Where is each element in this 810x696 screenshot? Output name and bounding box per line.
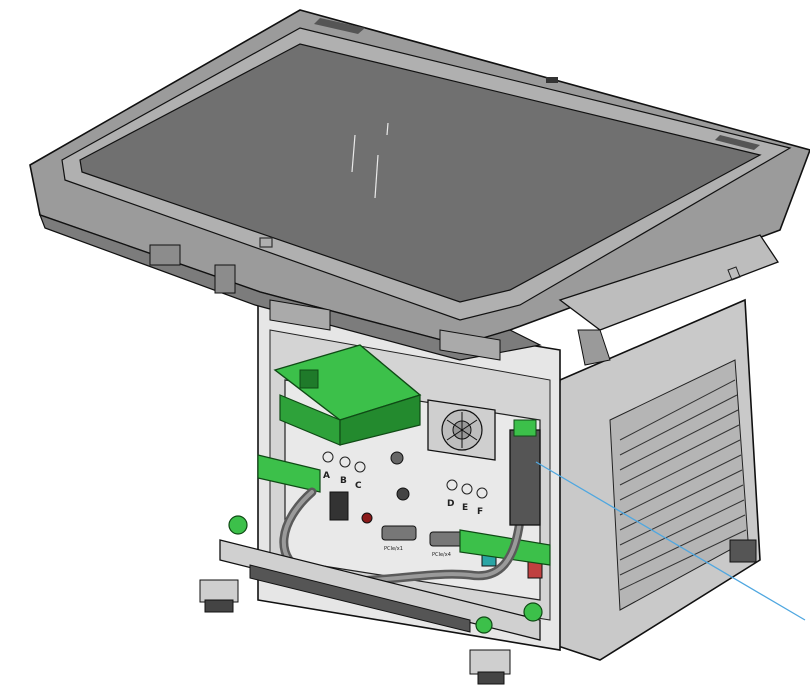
audio-jack[interactable] bbox=[361, 512, 373, 524]
port-label-b: B bbox=[340, 476, 347, 486]
thumbscrew-left[interactable] bbox=[228, 515, 248, 535]
power-connector[interactable] bbox=[509, 429, 541, 526]
card-swipe-icon bbox=[727, 266, 741, 281]
serial-port-b-label: PCIe/x4 bbox=[432, 552, 451, 558]
port-label-d: D bbox=[447, 499, 454, 509]
thumbscrew-right[interactable] bbox=[523, 602, 543, 622]
front-rail bbox=[219, 515, 543, 641]
card-reader[interactable] bbox=[558, 234, 779, 366]
port-label-group: A B C D E F bbox=[322, 451, 488, 517]
port-label-e: E bbox=[462, 503, 468, 513]
drive-bracket[interactable] bbox=[273, 344, 422, 446]
touch-display bbox=[29, 9, 810, 361]
stand-feet bbox=[199, 579, 511, 685]
network-port-icon bbox=[390, 451, 404, 465]
terminal-base bbox=[539, 298, 761, 661]
power-button[interactable] bbox=[396, 487, 410, 501]
home-button[interactable] bbox=[259, 237, 273, 248]
serial-port-a[interactable] bbox=[381, 525, 417, 541]
port-label-f: F bbox=[477, 507, 483, 517]
serial-port-a-label: PCIe/x1 bbox=[384, 546, 403, 552]
serial-port-b[interactable] bbox=[429, 531, 465, 547]
port-label-a: A bbox=[323, 471, 330, 481]
cooling-fan bbox=[427, 399, 496, 461]
camera-sensor bbox=[546, 77, 558, 83]
display-screen[interactable] bbox=[79, 43, 762, 303]
port-label-c: C bbox=[355, 481, 362, 491]
callout-leader-line bbox=[535, 461, 806, 621]
usb-port-stack[interactable] bbox=[329, 491, 349, 521]
thumbscrew-front[interactable] bbox=[475, 616, 493, 634]
display-hinge bbox=[149, 244, 501, 361]
